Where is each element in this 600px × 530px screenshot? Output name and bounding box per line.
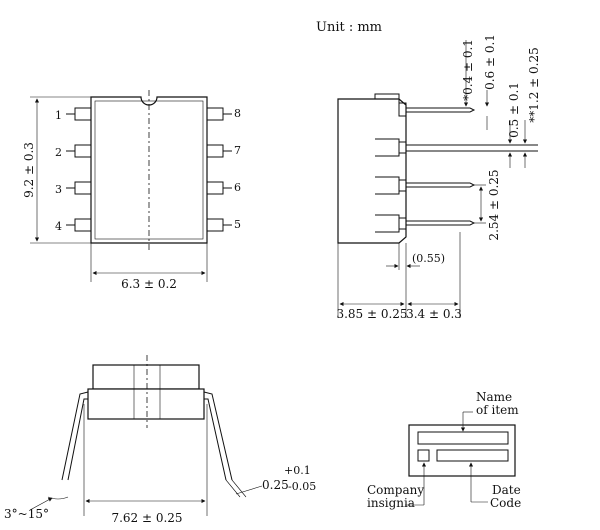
date-code-box bbox=[436, 449, 509, 462]
name-of-item-label: Name bbox=[476, 390, 512, 404]
pin-1-label: 1 bbox=[55, 109, 62, 122]
width-dimension-label: 6.3 ± 0.2 bbox=[121, 277, 177, 291]
end-view-right-lead bbox=[203, 391, 233, 481]
row-spacing-label: 7.62 ± 0.25 bbox=[111, 511, 182, 525]
top-view-pins-right bbox=[207, 107, 232, 232]
name-of-item-box bbox=[417, 431, 509, 445]
thickness-nominal-label: 0.25 bbox=[262, 478, 289, 492]
name-of-item-label-2: of item bbox=[476, 403, 519, 417]
date-code-label: Date bbox=[492, 483, 521, 497]
pin-2-label: 2 bbox=[55, 146, 62, 159]
height-dimension-label: 9.2 ± 0.3 bbox=[22, 142, 36, 198]
lead-thickness-label: 0.6 ± 0.1 bbox=[483, 34, 497, 90]
pin-8-label: 8 bbox=[234, 107, 241, 120]
pin-4-label: 4 bbox=[55, 220, 62, 233]
end-view-lower-body bbox=[87, 388, 205, 420]
company-insignia-label: Company bbox=[367, 483, 424, 497]
side-view-body bbox=[337, 98, 407, 244]
body-height-label: 3.85 ± 0.25 bbox=[336, 307, 407, 321]
marking-view: Name of item Company insignia Date Code bbox=[367, 390, 521, 510]
lead-width-label: *0.4 ± 0.1 bbox=[461, 39, 475, 101]
pin-6-label: 6 bbox=[234, 181, 241, 194]
angle-label: 3°~15° bbox=[4, 507, 49, 521]
company-insignia-box bbox=[417, 449, 430, 462]
pin-7-label: 7 bbox=[234, 144, 241, 157]
pitch-label: 2.54 ± 0.25 bbox=[487, 169, 501, 240]
thickness-plus-label: +0.1 bbox=[284, 464, 311, 477]
end-view: 7.62 ± 0.25 3°~15° 0.25 +0.1 -0.05 bbox=[4, 355, 316, 525]
end-view-top-band bbox=[92, 364, 200, 390]
end-view-left-lead bbox=[61, 391, 89, 481]
top-view-pins-left bbox=[66, 107, 91, 232]
date-code-label-2: Code bbox=[490, 496, 521, 510]
lead-tip-label: **1.2 ± 0.25 bbox=[527, 47, 541, 123]
lead-length-label: 3.4 ± 0.3 bbox=[406, 307, 462, 321]
top-view: 1 2 3 4 8 7 6 5 9.2 ± 0.3 6.3 ± 0.2 bbox=[22, 90, 241, 291]
side-view-leads bbox=[374, 93, 538, 233]
side-view: *0.4 ± 0.1 0.6 ± 0.1 0.5 ± 0.1 **1.2 ± 0… bbox=[336, 34, 541, 321]
thickness-minus-label: -0.05 bbox=[288, 480, 316, 493]
lead-gap-label: 0.5 ± 0.1 bbox=[507, 82, 521, 138]
unit-note: Unit : mm bbox=[316, 20, 382, 35]
pin-3-label: 3 bbox=[55, 183, 62, 196]
offset-label: (0.55) bbox=[412, 252, 445, 265]
pin-5-label: 5 bbox=[234, 218, 241, 231]
company-insignia-label-2: insignia bbox=[367, 496, 415, 510]
